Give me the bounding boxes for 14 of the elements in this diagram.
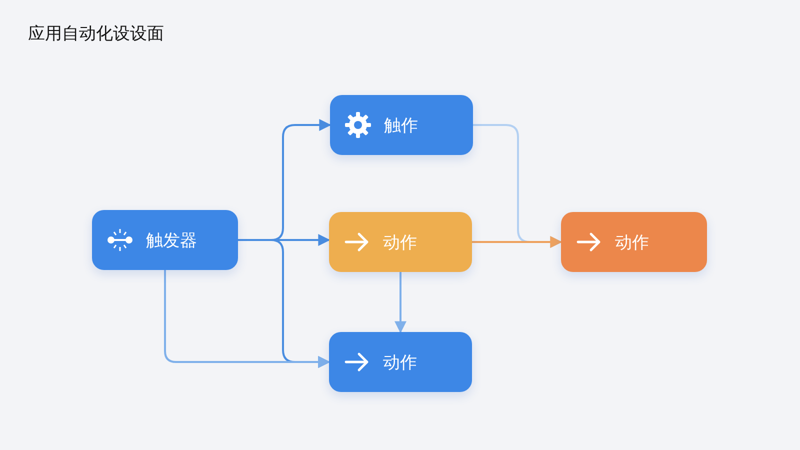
action-box <box>329 332 472 392</box>
action-box <box>561 212 707 272</box>
action-box <box>330 95 473 155</box>
node-label: 动作 <box>383 232 417 254</box>
arrow <box>394 272 406 334</box>
action-box <box>329 212 472 272</box>
node-label: 动作 <box>615 232 649 254</box>
node-label: 触发器 <box>146 230 197 252</box>
trigger-box <box>92 210 238 270</box>
arrow <box>164 270 330 368</box>
node-label: 触作 <box>384 114 418 136</box>
node-label: 动作 <box>383 352 417 374</box>
arrow <box>472 236 562 248</box>
title: 应用自动化设设面 <box>28 23 164 45</box>
